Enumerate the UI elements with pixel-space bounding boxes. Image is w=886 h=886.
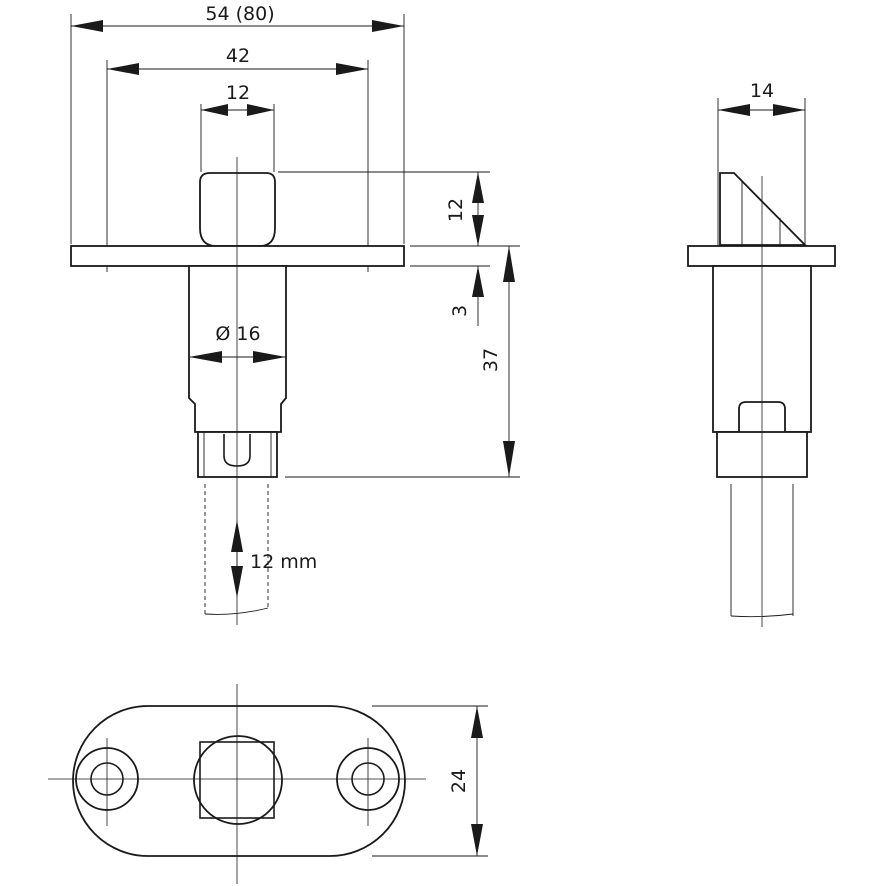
dim-hole-spacing: 42 [226, 45, 250, 67]
dim-flange-thickness: 3 [449, 305, 471, 317]
dim-bolt-depth: 14 [750, 80, 774, 102]
front-view: 54 (80) 42 12 12 3 37 Ø 16 12 [70, 3, 520, 625]
dim-total-width: 54 (80) [205, 3, 274, 25]
bolt-head [199, 172, 276, 247]
housing-body [188, 265, 287, 433]
dim-flange-height: 24 [448, 769, 470, 793]
side-view: 14 [687, 80, 836, 627]
flange-plate [70, 245, 405, 267]
dim-stroke: 12 mm [250, 551, 317, 573]
side-flange [687, 245, 836, 267]
dim-bolt-width: 12 [226, 82, 250, 104]
wedge-bolt [719, 172, 808, 246]
dim-body-length: 37 [480, 348, 502, 372]
centre-bore [193, 735, 283, 825]
bottom-view: 24 [48, 684, 488, 884]
dim-diameter: Ø 16 [215, 323, 260, 345]
dim-bolt-height: 12 [445, 198, 467, 222]
connector-block [197, 431, 278, 478]
